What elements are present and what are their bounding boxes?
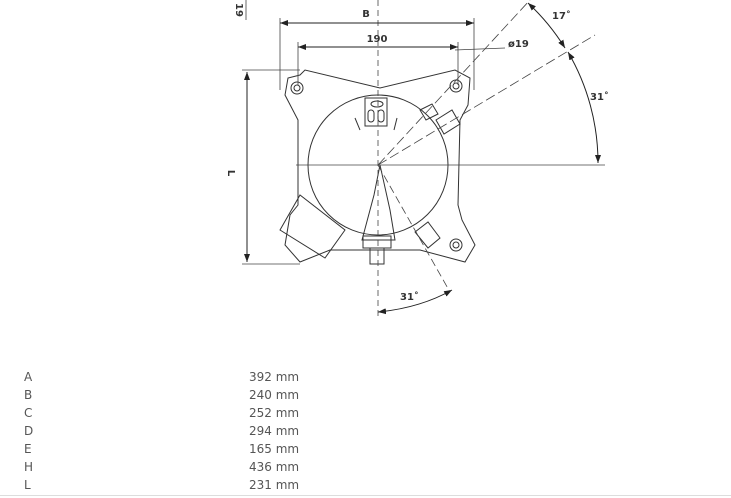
spec-key: A <box>24 370 33 384</box>
spec-value: 436 mm <box>249 460 300 474</box>
spec-value: 240 mm <box>249 388 300 402</box>
dimension-drawing: 19 B 190 ø19 17˚ 31˚ L 31˚ <box>225 0 609 320</box>
spec-key: H <box>24 460 34 474</box>
spec-value: 294 mm <box>249 424 300 438</box>
spec-row: A 392 mm <box>0 370 731 388</box>
spec-key: D <box>24 424 34 438</box>
spec-key: C <box>24 406 33 420</box>
spec-value: 165 mm <box>249 442 300 456</box>
spec-row: L 231 mm <box>0 478 731 496</box>
spec-row: D 294 mm <box>0 424 731 442</box>
label-B: B <box>362 9 370 20</box>
spec-key: B <box>24 388 33 402</box>
divider <box>0 495 731 496</box>
label-190: 190 <box>367 34 388 45</box>
spec-value: 252 mm <box>249 406 300 420</box>
label-17deg: 17˚ <box>552 10 571 22</box>
spec-row: H 436 mm <box>0 460 731 478</box>
spec-row: B 240 mm <box>0 388 731 406</box>
spec-row: C 252 mm <box>0 406 731 424</box>
spec-key: E <box>24 442 32 456</box>
label-31deg-bottom: 31˚ <box>400 291 419 303</box>
spec-value: 231 mm <box>249 478 300 492</box>
label-31deg-right: 31˚ <box>590 91 609 103</box>
label-19: 19 <box>233 3 244 17</box>
spec-value: 392 mm <box>249 370 300 384</box>
spec-row: E 165 mm <box>0 442 731 460</box>
label-dia19: ø19 <box>508 39 529 50</box>
spec-key: L <box>24 478 31 492</box>
label-L: L <box>225 170 236 177</box>
